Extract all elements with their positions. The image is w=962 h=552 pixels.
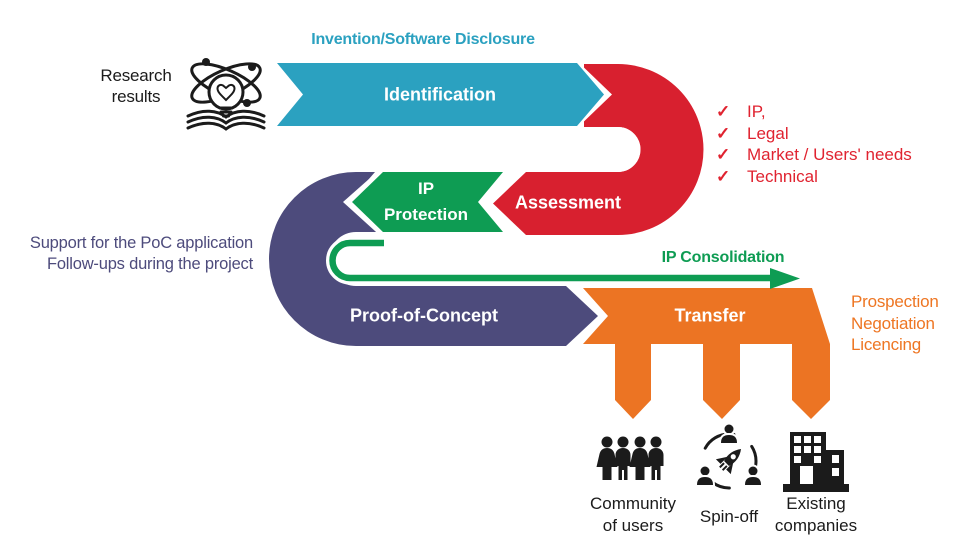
spinoff-icon [694,422,764,490]
check-icon: ✓ [716,123,731,143]
ip-consolidation-label: IP Consolidation [661,249,785,266]
existing-line1: Existing [786,494,846,513]
spinoff-line1: Spin-off [699,507,759,526]
poc-support-line2: Follow-ups during the project [46,255,253,273]
check-icon: ✓ [716,102,731,121]
community-line1: Community [590,494,676,513]
checklist-item: ✓ Legal [716,123,912,145]
transfer-note-line2: Negotiation [851,313,935,333]
lightbulb-book-icon [186,58,266,131]
research-results-label: Research results [100,65,171,107]
checklist-text: IP, [747,102,766,121]
step-transfer-label: Transfer [674,305,746,326]
ip-protection-arrow [352,172,503,232]
existing-line2: companies [774,516,858,535]
step-poc-label: Proof-of-Concept [350,305,498,326]
checklist-item: ✓ IP, [716,101,912,123]
check-icon: ✓ [716,166,731,186]
step-ip-protection-label: IP Protection [384,176,468,228]
poc-support-line1: Support for the PoC application [29,234,253,252]
assessment-checklist: ✓ IP, ✓ Legal ✓ Market / Users' needs ✓ … [716,101,912,187]
checklist-text: Legal [747,123,789,143]
destination-existing-label: Existing companies [775,493,857,537]
assessment-tip [493,172,526,235]
ip-consolidation-arrow [329,239,772,282]
transfer-note-line1: Prospection [851,292,939,311]
poc-support-note: Support for the PoC application Follow-u… [20,233,253,275]
transfer-note: Prospection Negotiation Licencing [851,291,939,356]
check-icon: ✓ [716,145,731,164]
invention-disclosure-label: Invention/Software Disclosure [311,31,535,48]
buildings-icon [783,432,849,492]
poc-loop [269,172,598,346]
checklist-text: Market / Users' needs [747,145,912,164]
checklist-item: ✓ Technical [716,166,912,188]
destination-community-label: Community of users [590,493,676,537]
community-line2: of users [602,516,664,535]
step-identification-label: Identification [384,84,496,105]
transfer-note-line3: Licencing [851,335,922,354]
transfer-arrow [583,288,830,419]
assessment-loop [526,64,704,235]
ip-protection-line2: Protection [383,205,469,224]
checklist-item: ✓ Market / Users' needs [716,144,912,166]
ip-protection-line1: IP [417,179,435,198]
community-icon [596,436,664,480]
checklist-text: Technical [747,166,818,186]
research-results-line2: results [111,87,161,106]
research-results-line1: Research [100,66,172,85]
step-assessment-label: Assessment [514,192,622,213]
identification-arrow [277,63,604,126]
destination-spinoff-label: Spin-off [700,506,758,528]
assessment-loop-hole [595,127,641,172]
ip-consolidation-arrowhead [770,268,800,289]
